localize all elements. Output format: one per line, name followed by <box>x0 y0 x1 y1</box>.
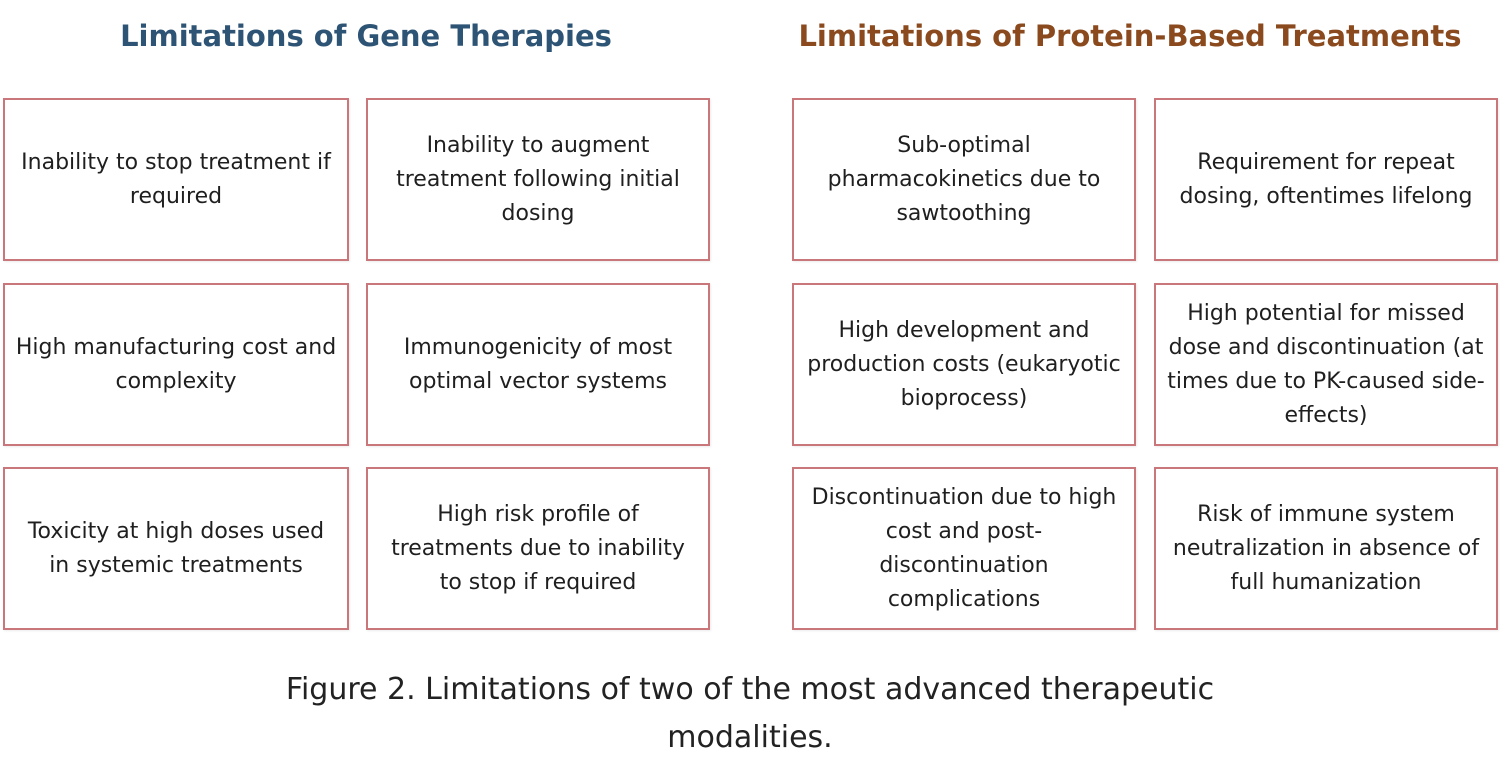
gene-limitation-box: High manufacturing cost and complexity <box>3 283 349 446</box>
protein-limitation-box: High potential for missed dose and disco… <box>1154 283 1498 446</box>
gene-limitation-text: Immunogenicity of most optimal vector sy… <box>403 334 673 394</box>
protein-limitation-text: High development and production costs (e… <box>807 317 1121 411</box>
gene-limitation-text: Inability to augment treatment following… <box>396 132 680 226</box>
gene-limitation-text: Inability to stop treatment if required <box>21 149 331 209</box>
protein-limitation-text: High potential for missed dose and disco… <box>1167 300 1485 428</box>
gene-limitation-text: High manufacturing cost and complexity <box>15 334 337 394</box>
gene-limitation-box: Immunogenicity of most optimal vector sy… <box>366 283 710 446</box>
protein-limitation-box: Discontinuation due to high cost and pos… <box>792 467 1136 630</box>
protein-limitation-text: Requirement for repeat dosing, oftentime… <box>1179 149 1473 209</box>
protein-limitation-text: Sub-optimal pharmacokinetics due to sawt… <box>827 132 1101 226</box>
protein-limitation-box: High development and production costs (e… <box>792 283 1136 446</box>
protein-limitation-box: Sub-optimal pharmacokinetics due to sawt… <box>792 98 1136 261</box>
protein-limitation-text: Discontinuation due to high cost and pos… <box>811 484 1117 612</box>
gene-limitation-text: High risk profile of treatments due to i… <box>391 501 685 595</box>
gene-limitation-box: Inability to augment treatment following… <box>366 98 710 261</box>
protein-limitation-box: Requirement for repeat dosing, oftentime… <box>1154 98 1498 261</box>
protein-limitation-box: Risk of immune system neutralization in … <box>1154 467 1498 630</box>
gene-limitation-box: High risk profile of treatments due to i… <box>366 467 710 630</box>
protein-limitation-text: Risk of immune system neutralization in … <box>1172 501 1480 595</box>
gene-limitation-box: Inability to stop treatment if required <box>3 98 349 261</box>
figure-caption: Figure 2. Limitations of two of the most… <box>285 672 1215 755</box>
gene-limitation-text: Toxicity at high doses used in systemic … <box>27 518 325 578</box>
protein-treatments-heading: Limitations of Protein-Based Treatments <box>798 19 1462 53</box>
gene-limitation-box: Toxicity at high doses used in systemic … <box>3 467 349 630</box>
gene-therapies-heading: Limitations of Gene Therapies <box>120 19 612 53</box>
